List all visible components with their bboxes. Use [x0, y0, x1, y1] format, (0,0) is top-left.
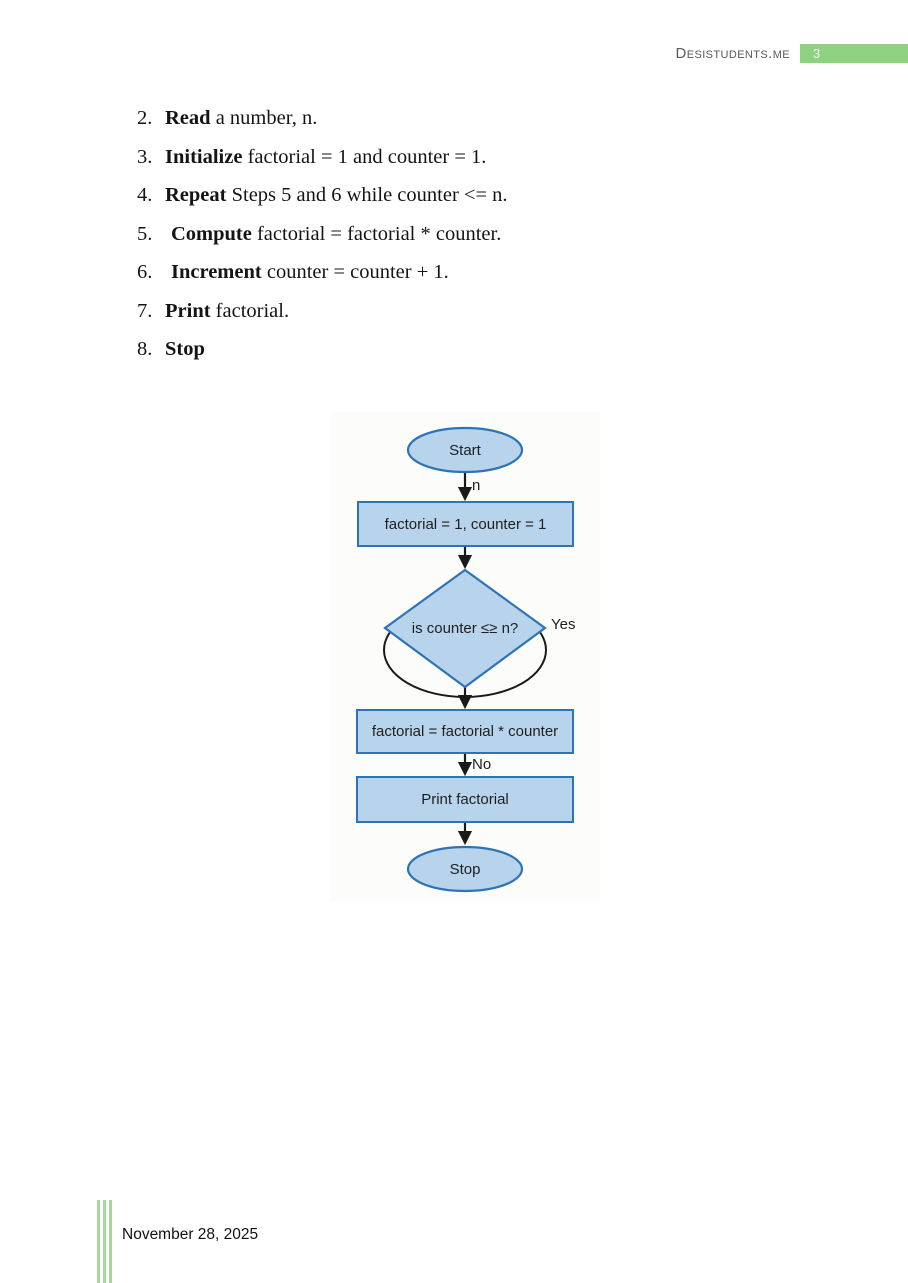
list-item: 7. Print factorial.	[137, 300, 508, 324]
step-keyword: Repeat	[165, 184, 227, 206]
init-process-shape	[357, 501, 574, 547]
compute-label: factorial = factorial * counter	[371, 723, 559, 740]
page-number-badge: 3	[800, 44, 908, 63]
list-item: 5. Compute factorial = factorial * counte…	[137, 223, 508, 247]
factorial-flowchart-image: Start n factorial = 1, counter = 1 is co…	[330, 412, 600, 902]
step-keyword: Read	[165, 107, 211, 129]
list-item: 3. Initialize factorial = 1 and counter =…	[137, 146, 508, 170]
footer-accent-line	[109, 1200, 112, 1283]
step-number: 7.	[137, 299, 153, 322]
start-label: Start	[449, 441, 481, 459]
condition-decision-shape	[383, 568, 547, 689]
flowchart-shapes	[356, 426, 574, 893]
step-text: factorial.	[210, 299, 290, 322]
footer-accent-line	[97, 1200, 100, 1283]
list-item: 4. Repeat Steps 5 and 6 while counter <= …	[137, 184, 508, 208]
step-number: 4.	[137, 184, 153, 206]
algorithm-steps-list: 2. Read a number, n. 3. Initialize factori…	[137, 107, 508, 377]
step-text: counter = counter + 1.	[261, 261, 449, 283]
list-item: 2. Read a number, n.	[137, 107, 508, 131]
step-text: a number, n.	[210, 107, 318, 129]
compute-process-shape	[356, 709, 574, 754]
step-text: Steps 5 and 6 while counter <= n.	[226, 184, 508, 206]
step-keyword: Stop	[165, 338, 205, 360]
footer-date: November 28, 2025	[122, 1226, 259, 1243]
step-number: 6.	[137, 261, 153, 283]
no-edge-label: No	[472, 756, 492, 773]
step-number: 8.	[137, 338, 153, 360]
stop-label: Stop	[449, 860, 481, 878]
step-number: 3.	[137, 145, 153, 168]
step-keyword: Print	[165, 299, 211, 322]
step-number: 5.	[137, 222, 153, 245]
print-label: Print factorial	[421, 791, 509, 808]
list-item: 6. Increment counter = counter + 1.	[137, 261, 508, 285]
list-item: 8. Stop	[137, 338, 508, 362]
step-keyword: Initialize	[165, 145, 243, 168]
step-text: factorial = factorial * counter.	[251, 222, 502, 245]
footer-accent-line	[103, 1200, 106, 1283]
condition-label: is counter ≤≥ n?	[411, 619, 519, 637]
step-keyword: Increment	[171, 261, 262, 283]
step-number: 2.	[137, 107, 153, 129]
stop-terminator-shape	[406, 845, 524, 893]
start-terminator-shape	[406, 426, 524, 474]
input-edge-label: n	[472, 477, 481, 494]
print-process-shape	[356, 776, 574, 823]
init-label: factorial = 1, counter = 1	[384, 515, 547, 533]
header-site-name: Desistudents.me	[675, 45, 790, 62]
step-text: factorial = 1 and counter = 1.	[242, 145, 487, 168]
yes-edge-label: Yes	[551, 616, 576, 633]
step-keyword: Compute	[171, 222, 252, 245]
